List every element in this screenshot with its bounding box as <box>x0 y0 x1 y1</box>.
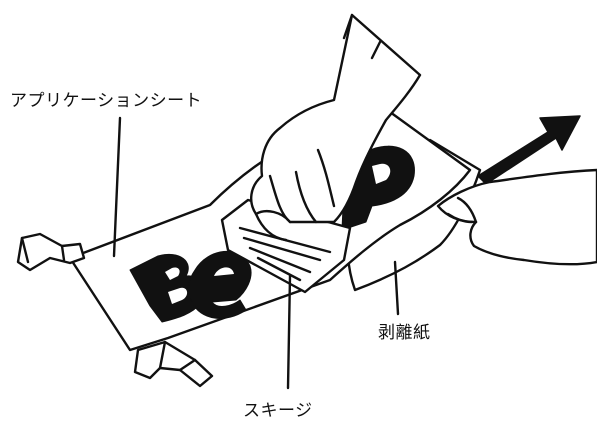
leader-squeegee <box>286 274 292 390</box>
tape-bottom-strip <box>158 340 197 372</box>
tape-bottom <box>133 340 214 388</box>
tape-left <box>16 232 86 272</box>
label-application-sheet: アプリケーションシート <box>10 91 203 111</box>
direction-arrow <box>477 115 581 185</box>
leader-release-paper <box>393 260 400 316</box>
left-hand <box>250 13 422 224</box>
label-squeegee: スキージ <box>243 401 313 421</box>
sheet-lettering <box>129 145 415 323</box>
tape-left-strip <box>20 236 66 264</box>
label-release-paper: 剥離紙 <box>378 323 431 343</box>
leader-application-sheet <box>112 116 122 258</box>
